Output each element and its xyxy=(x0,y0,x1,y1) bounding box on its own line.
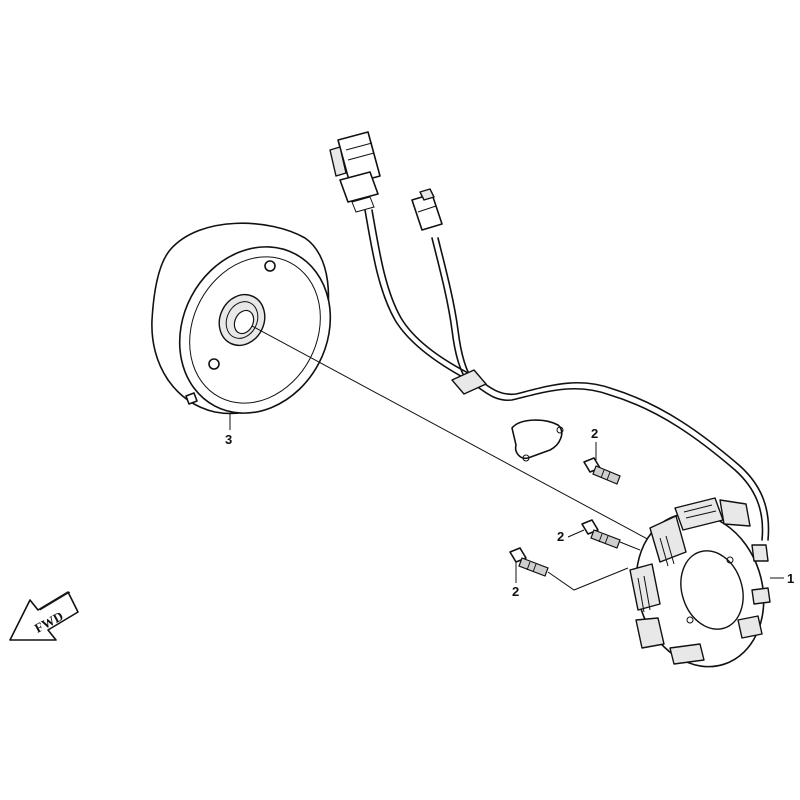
leader-line-flywheel xyxy=(251,325,706,571)
wiring-harness[interactable] xyxy=(364,209,770,541)
callout-label-2-upper: 2 xyxy=(591,426,598,441)
leader-line-bolt-middle xyxy=(619,541,641,551)
harness-connector-large[interactable] xyxy=(329,131,381,213)
callout-label-1: 1 xyxy=(787,571,794,586)
bolt-upper[interactable] xyxy=(583,457,621,485)
callout-label-3: 3 xyxy=(225,432,232,447)
callout-label-2-middle: 2 xyxy=(557,529,564,544)
flywheel-rotor[interactable] xyxy=(151,220,359,439)
leader-line-bolt-lower xyxy=(547,567,629,591)
bolt-lower[interactable] xyxy=(509,547,549,577)
leader-line-callout-2-middle xyxy=(567,529,585,538)
harness-connector-small[interactable] xyxy=(411,188,443,231)
fwd-direction-arrow: FWD xyxy=(9,591,79,641)
bolt-middle[interactable] xyxy=(581,519,621,549)
stator-coil[interactable] xyxy=(617,497,783,684)
callout-label-2-lower: 2 xyxy=(512,584,519,599)
